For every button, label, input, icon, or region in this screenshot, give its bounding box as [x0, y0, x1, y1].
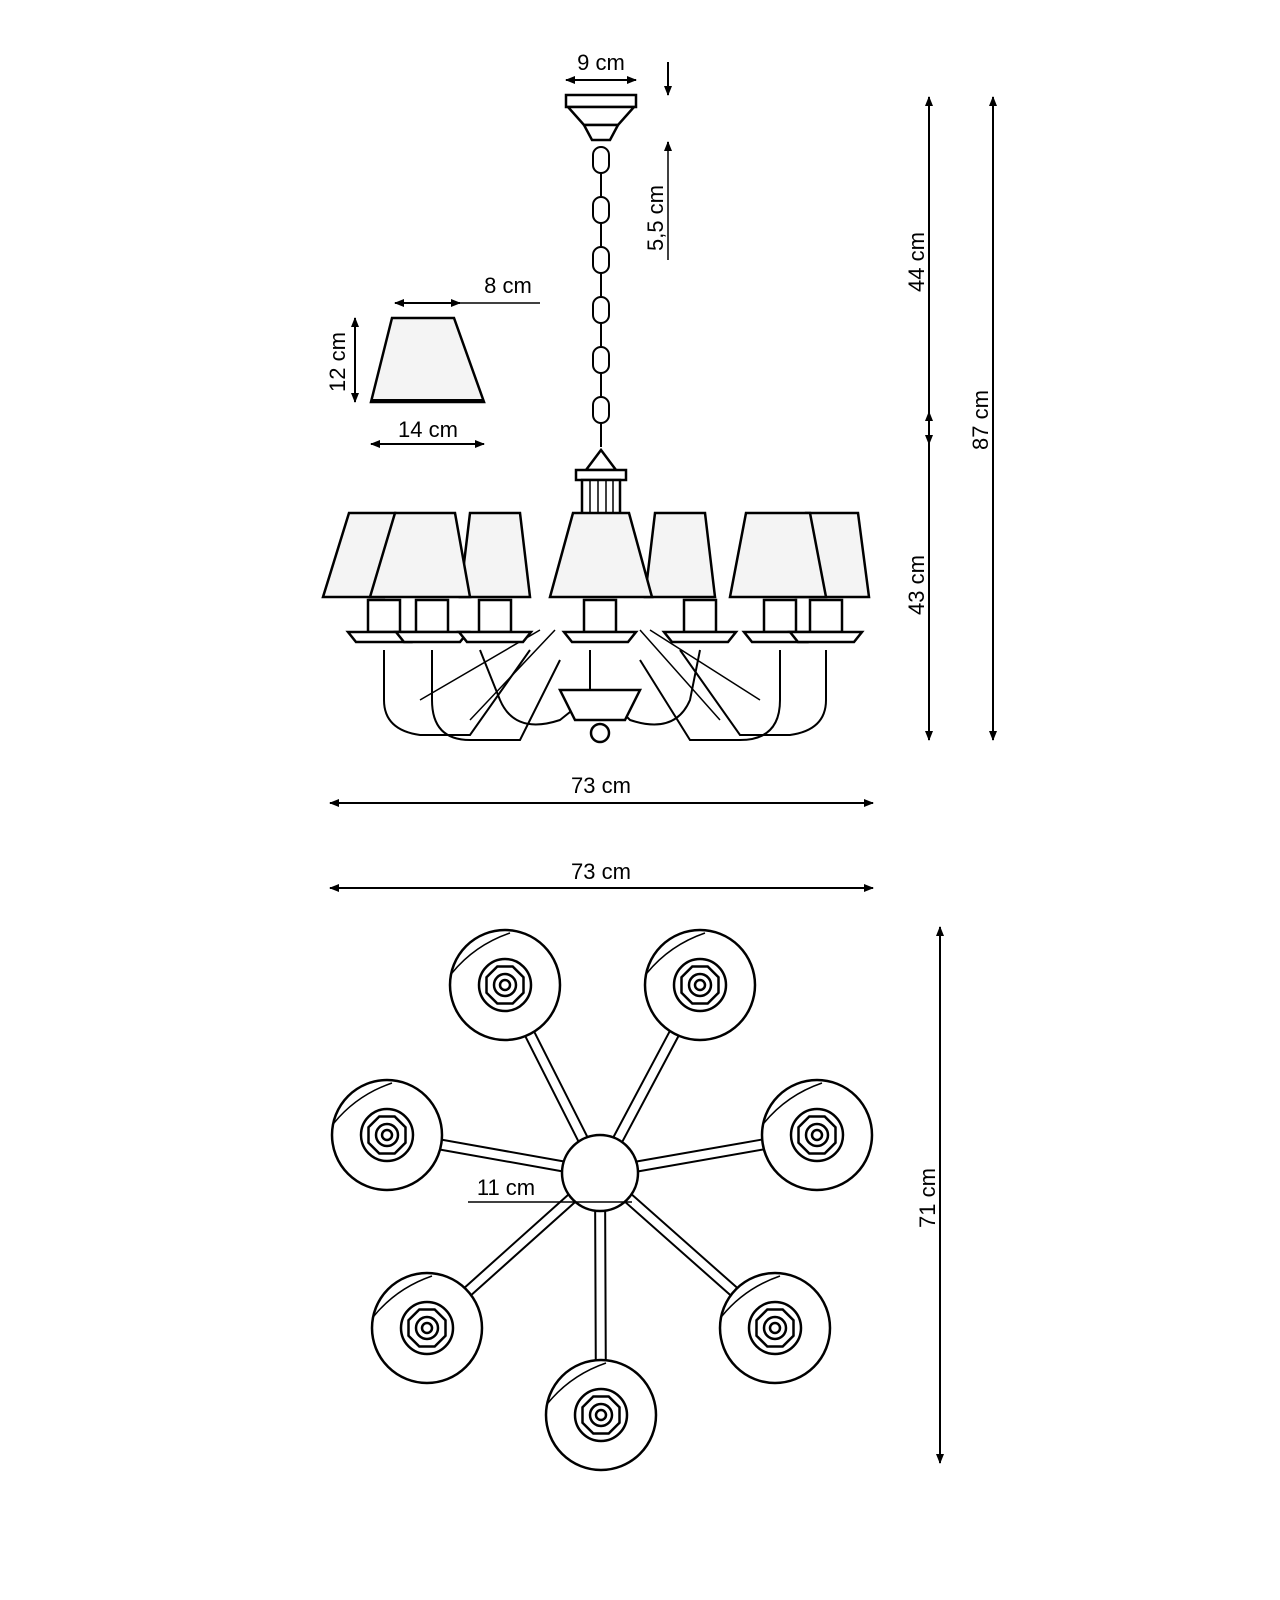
suspension-chain	[592, 146, 610, 447]
shade-edge	[373, 1275, 433, 1317]
chain-link	[592, 346, 610, 374]
top-bulb	[768, 1321, 782, 1335]
candle-cup	[582, 598, 618, 634]
top-arm	[463, 1193, 576, 1296]
drip-pan	[561, 630, 639, 644]
top-bulb	[380, 1128, 394, 1142]
dimension-labels: 9 cm 5,5 cm 8 cm 12 cm 14 cm 44 cm 43 cm…	[325, 50, 993, 1228]
top-arm	[440, 1138, 564, 1173]
label-shade-bottom: 14 cm	[398, 417, 458, 442]
label-top-width: 73 cm	[571, 859, 631, 884]
shade-edge	[547, 1362, 607, 1404]
front-view	[321, 93, 871, 744]
chain-link	[592, 196, 610, 224]
top-view-arms	[330, 928, 874, 1472]
lamp-arms	[383, 629, 827, 744]
lamp-shade	[728, 511, 828, 599]
top-bulb	[693, 978, 707, 992]
drip-pan	[393, 630, 471, 644]
top-bulb	[498, 978, 512, 992]
label-chain-length: 44 cm	[904, 232, 929, 292]
top-bulb	[420, 1321, 434, 1335]
top-arm	[612, 1030, 680, 1143]
chain-link	[592, 246, 610, 274]
candle-cup	[682, 598, 718, 634]
candle-cup	[762, 598, 798, 634]
top-arm	[636, 1138, 764, 1173]
drip-pan	[661, 630, 739, 644]
center-cap	[574, 447, 628, 517]
chain-link	[592, 296, 610, 324]
label-body-height: 43 cm	[904, 555, 929, 615]
label-front-width: 73 cm	[571, 773, 631, 798]
shade-edge	[646, 932, 706, 974]
top-bulb	[810, 1128, 824, 1142]
candle-cup	[414, 598, 450, 634]
lamp-shades	[321, 511, 871, 599]
chain-link	[592, 146, 610, 174]
label-canopy-width: 9 cm	[577, 50, 625, 75]
shade-edge	[763, 1082, 823, 1124]
candle-cup	[477, 598, 513, 634]
label-top-depth: 71 cm	[915, 1168, 940, 1228]
lamp-shade	[548, 511, 654, 599]
top-bulb	[594, 1408, 608, 1422]
center-hub	[560, 1133, 640, 1213]
chain-link	[592, 396, 610, 424]
dimension-lines	[329, 62, 997, 1464]
shade-edge	[451, 932, 511, 974]
label-total-height: 87 cm	[968, 390, 993, 450]
lamp-shade	[643, 511, 717, 599]
candle-cup	[808, 598, 844, 634]
label-hub-diameter: 11 cm	[477, 1175, 535, 1200]
candle-holders	[345, 598, 865, 644]
drip-pan	[787, 630, 865, 644]
top-arm	[624, 1193, 738, 1297]
top-arm	[594, 1210, 607, 1361]
label-shade-top: 8 cm	[484, 273, 532, 298]
label-shade-height: 12 cm	[325, 332, 350, 392]
top-view	[330, 928, 874, 1472]
drip-pan	[456, 630, 534, 644]
shade-edge	[721, 1275, 781, 1317]
label-canopy-height: 5,5 cm	[643, 185, 668, 251]
lamp-shade	[458, 511, 532, 599]
shade-detail	[369, 316, 486, 404]
ceiling-canopy	[564, 93, 638, 142]
lamp-shade	[368, 511, 472, 599]
candle-cup	[366, 598, 402, 634]
shade-edge	[333, 1082, 393, 1124]
top-arm	[524, 1031, 589, 1142]
